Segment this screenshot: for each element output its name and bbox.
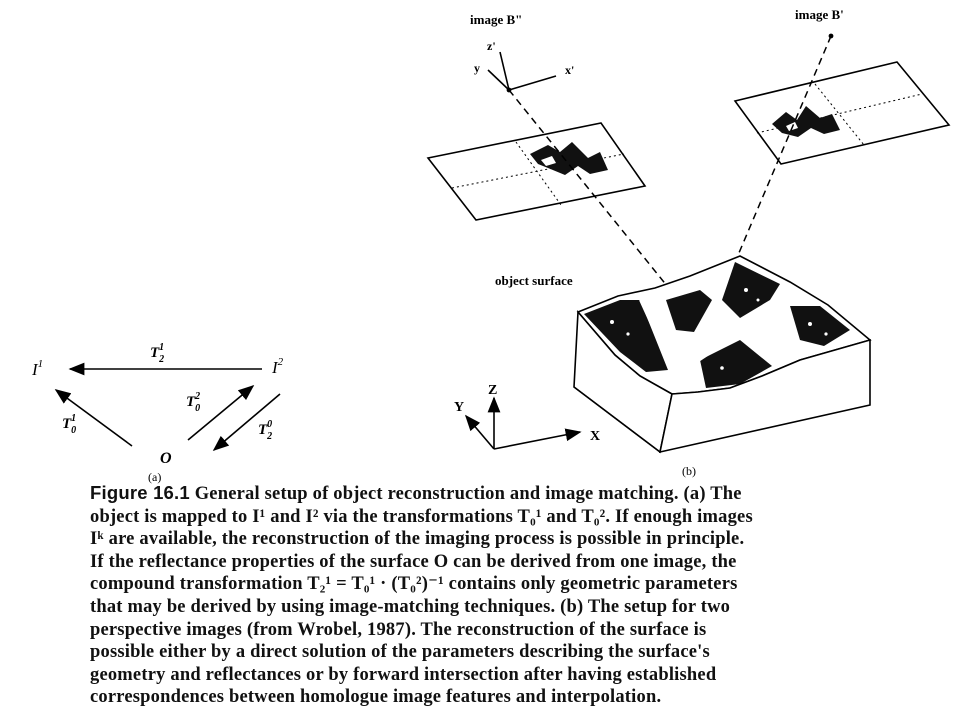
caption-line-1-text: General setup of object reconstruction a…: [194, 484, 742, 504]
axis-y: y: [474, 61, 480, 75]
node-i2: I2: [271, 356, 284, 377]
caption-line-5: compound transformation T₂¹ = T₀¹ · (T₀²…: [90, 574, 738, 595]
surface-label: object surface: [495, 273, 573, 288]
world-z-label: Z: [488, 383, 497, 398]
world-y-label: Y: [454, 400, 464, 415]
caption-line-3: Iᵏ are available, the reconstruction of …: [90, 529, 745, 550]
figure-label: Figure 16.1: [90, 482, 190, 503]
panel-label-b: (b): [682, 464, 696, 478]
arrow-o-to-i1: [54, 389, 133, 447]
world-axes: [464, 396, 582, 450]
node-i1: I1: [31, 358, 43, 379]
image-b2-label: image B": [470, 12, 522, 27]
camera-axes-b2: [487, 51, 557, 91]
axis-x-prime: x': [565, 63, 574, 77]
caption-line-7: perspective images (from Wrobel, 1987). …: [90, 619, 707, 640]
axis-z-prime: z': [487, 39, 496, 53]
figure-caption: Figure 16.1 General setup of object reco…: [90, 482, 890, 709]
world-x-label: X: [590, 429, 600, 444]
image-plane-b2: [426, 122, 647, 221]
caption-line-10: correspondences between homologue image …: [90, 687, 662, 708]
diagram-b: image B" z' y x' image B': [426, 7, 951, 478]
caption-line-4: If the reflectance properties of the sur…: [90, 551, 737, 572]
caption-line-1: Figure 16.1 General setup of object reco…: [90, 482, 890, 506]
node-o: O: [160, 450, 172, 467]
image-b1-label: image B': [795, 7, 844, 22]
object-surface-block: [573, 255, 872, 454]
image-plane-b1: [733, 61, 951, 165]
arrow-i2-to-o: [212, 393, 281, 452]
panel-label-a: (a): [148, 470, 161, 484]
caption-line-6: that may be derived by using image-match…: [90, 596, 731, 617]
caption-line-8: possible either by a direct solution of …: [90, 642, 710, 663]
caption-line-2: object is mapped to I¹ and I² via the tr…: [90, 506, 753, 527]
arrow-o-to-i2: [187, 384, 255, 441]
caption-line-9: geometry and reflectances or by forward …: [90, 664, 717, 685]
